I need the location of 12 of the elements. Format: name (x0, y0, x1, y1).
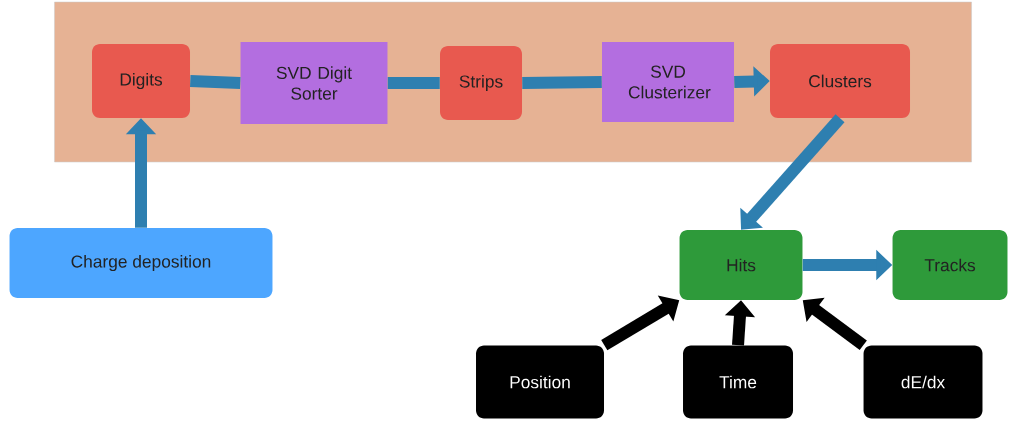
process-box: SVD Digit Sorter (240, 42, 388, 124)
input-box: dE/dx (863, 345, 983, 419)
process-box: Charge deposition (9, 228, 273, 298)
process-box: Strips (440, 46, 522, 120)
input-box: Position (476, 345, 604, 419)
process-box: Hits (679, 230, 803, 300)
arrow (740, 114, 845, 230)
process-box: Tracks (892, 230, 1008, 300)
process-box: SVD Clusterizer (602, 42, 734, 122)
process-box: Digits (92, 44, 190, 118)
input-box: Time (683, 345, 793, 419)
process-box: Clusters (770, 44, 910, 118)
